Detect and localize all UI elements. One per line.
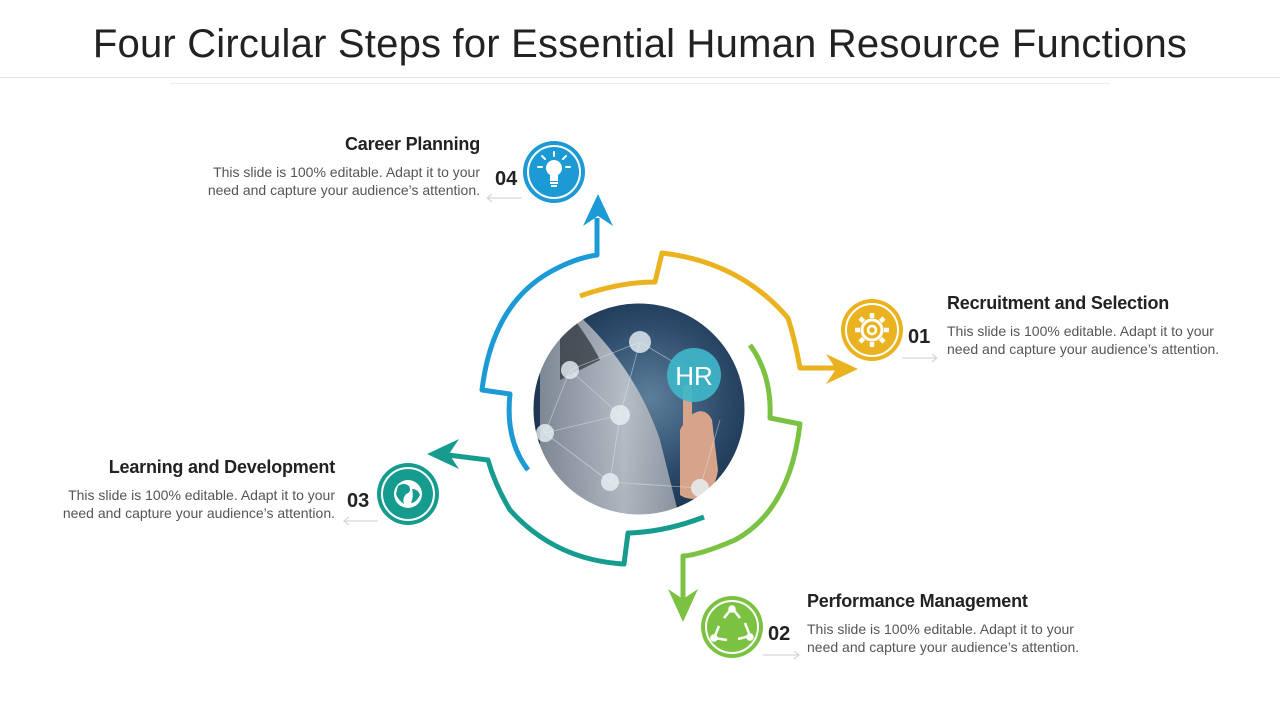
- step-learning: Learning and Development This slide is 1…: [35, 457, 335, 522]
- arrow-segment-performance: [680, 343, 803, 600]
- step-01-number: 01: [908, 326, 931, 348]
- step-03-icon-badge: [377, 463, 439, 525]
- arrow-head-learning: [427, 439, 459, 469]
- step-performance: Performance Management This slide is 100…: [807, 591, 1107, 656]
- arrow-segment-career: [479, 218, 600, 472]
- lightbulb-icon: [537, 151, 571, 187]
- title-underline: [170, 83, 1110, 84]
- step-title: Learning and Development: [108, 457, 335, 477]
- arrow-head-recruitment: [826, 354, 858, 384]
- recycle-icon: [710, 605, 754, 642]
- connector-recruitment-tip: [931, 353, 938, 363]
- arrow-head-career: [583, 194, 613, 226]
- step-description: This slide is 100% editable. Adapt it to…: [62, 487, 335, 521]
- step-recruitment: Recruitment and Selection This slide is …: [947, 293, 1247, 358]
- hr-label: HR: [675, 361, 713, 391]
- title-divider: [0, 77, 1280, 78]
- arrow-head-performance: [668, 589, 698, 622]
- connector-learning-tip: [343, 516, 350, 526]
- step-title: Performance Management: [807, 591, 1028, 611]
- arrow-segment-learning: [447, 452, 705, 567]
- connector-career-tip: [486, 193, 493, 203]
- hr-photo: HR: [532, 302, 746, 516]
- step-04-icon-badge: [523, 141, 585, 203]
- step-04-number: 04: [495, 168, 518, 190]
- connector-performance-tip: [793, 650, 800, 660]
- hr-badge: [667, 348, 721, 402]
- step-02-number: 02: [768, 623, 791, 645]
- globe-icon: [394, 480, 422, 508]
- step-title: Recruitment and Selection: [947, 293, 1170, 313]
- step-career: Career Planning This slide is 100% edita…: [180, 134, 480, 199]
- step-description: This slide is 100% editable. Adapt it to…: [807, 621, 1080, 655]
- step-01-icon-badge: [841, 299, 903, 361]
- step-title: Career Planning: [344, 134, 480, 154]
- arrow-segment-recruitment: [579, 250, 840, 371]
- step-description: This slide is 100% editable. Adapt it to…: [947, 323, 1220, 357]
- step-03-number: 03: [347, 490, 370, 512]
- step-02-icon-badge: [701, 596, 763, 658]
- page-title: Four Circular Steps for Essential Human …: [92, 22, 1188, 66]
- gear-icon: [855, 313, 889, 347]
- step-description: This slide is 100% editable. Adapt it to…: [207, 164, 480, 198]
